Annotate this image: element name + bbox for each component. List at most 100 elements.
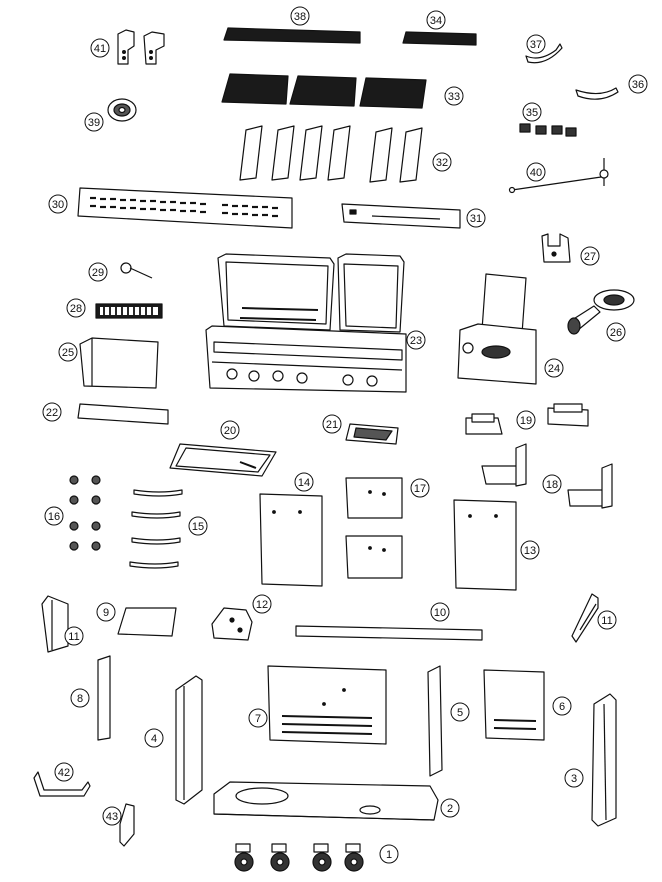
part-11-rail-left	[41, 595, 69, 653]
callout-circle	[628, 74, 648, 94]
callout-circle	[564, 768, 584, 788]
part-14-door	[259, 493, 323, 587]
callout-label: 22	[46, 407, 58, 419]
callout-circle	[426, 10, 446, 30]
callout-34: 34	[426, 10, 446, 30]
part-24-side-burner	[457, 273, 537, 385]
callout-label: 6	[559, 701, 565, 713]
callout-circle	[432, 152, 452, 172]
callout-circle	[144, 728, 164, 748]
callout-circle	[526, 162, 546, 182]
callout-label: 43	[106, 811, 118, 823]
callout-circle	[522, 102, 542, 122]
callout-33: 33	[444, 86, 464, 106]
callout-label: 39	[88, 117, 100, 129]
part-43-bracket	[119, 803, 135, 847]
callout-circle	[379, 844, 399, 864]
callout-7: 7	[248, 708, 268, 728]
callout-26: 26	[606, 322, 626, 342]
callout-circle	[58, 342, 78, 362]
callout-label: 38	[294, 11, 306, 23]
callout-label: 14	[298, 477, 310, 489]
part-36-handle	[575, 87, 619, 100]
part-32-heat-tents	[239, 125, 423, 183]
callout-circle	[450, 702, 470, 722]
part-6-rear-panel	[483, 669, 545, 741]
callout-label: 30	[52, 199, 64, 211]
callout-circle	[410, 478, 430, 498]
part-39-ignition-knob	[107, 98, 137, 122]
callout-label: 32	[436, 157, 448, 169]
callout-label: 23	[410, 335, 422, 347]
part-15-door-handles	[129, 489, 183, 569]
callout-1: 1	[379, 844, 399, 864]
callout-circle	[248, 708, 268, 728]
callout-circle	[42, 402, 62, 422]
part-28-heat-shield	[95, 303, 163, 319]
callout-11a: 11	[64, 626, 84, 646]
callout-43: 43	[102, 806, 122, 826]
callout-25: 25	[58, 342, 78, 362]
callout-circle	[597, 610, 617, 630]
callout-circle	[580, 246, 600, 266]
callout-label: 33	[448, 91, 460, 103]
callout-circle	[88, 262, 108, 282]
callout-circle	[70, 688, 90, 708]
callout-4: 4	[144, 728, 164, 748]
part-3-right-side-wall	[591, 693, 617, 827]
part-38-warming-rack	[223, 27, 361, 44]
callout-38: 38	[290, 6, 310, 26]
callout-31: 31	[466, 208, 486, 228]
callout-label: 4	[151, 733, 157, 745]
part-13-door	[453, 499, 517, 591]
callout-circle	[520, 540, 540, 560]
callout-label: 24	[548, 363, 560, 375]
callout-circle	[66, 298, 86, 318]
callout-22: 22	[42, 402, 62, 422]
callout-circle	[102, 806, 122, 826]
part-29-ignitor	[120, 262, 153, 279]
callout-9: 9	[96, 602, 116, 622]
callout-label: 12	[256, 599, 268, 611]
callout-6: 6	[552, 696, 572, 716]
callout-16: 16	[44, 506, 64, 526]
callout-label: 11	[68, 631, 79, 643]
part-18-brackets	[481, 443, 613, 509]
callout-label: 3	[571, 773, 577, 785]
callout-circle	[516, 410, 536, 430]
callout-2: 2	[440, 798, 460, 818]
callout-label: 36	[632, 79, 644, 91]
callout-circle	[526, 34, 546, 54]
callout-label: 5	[457, 707, 463, 719]
callout-circle	[542, 474, 562, 494]
callout-label: 42	[58, 767, 70, 779]
callout-label: 8	[77, 693, 83, 705]
callout-label: 26	[610, 327, 622, 339]
callout-label: 35	[526, 107, 538, 119]
part-25-cover-box	[79, 337, 159, 389]
callout-label: 17	[414, 483, 426, 495]
part-5-center-wall	[427, 665, 443, 777]
callout-5: 5	[450, 702, 470, 722]
part-19-trays	[465, 403, 589, 435]
callout-label: 9	[103, 607, 109, 619]
part-4-left-side-wall	[175, 675, 203, 805]
callout-circle	[290, 6, 310, 26]
callout-39: 39	[84, 112, 104, 132]
part-11-rail-right	[571, 593, 599, 643]
callout-label: 16	[48, 511, 60, 523]
part-35-burner-caps	[519, 123, 577, 137]
callout-circle	[440, 798, 460, 818]
callout-15: 15	[188, 516, 208, 536]
part-17-drawers	[345, 477, 403, 579]
callout-label: 40	[530, 167, 542, 179]
callout-circle	[294, 472, 314, 492]
callout-20: 20	[220, 420, 240, 440]
part-23-grill-head	[205, 253, 407, 393]
callout-label: 11	[601, 615, 612, 627]
callout-17: 17	[410, 478, 430, 498]
part-26-side-burner-head	[567, 289, 635, 335]
callout-label: 27	[584, 251, 596, 263]
